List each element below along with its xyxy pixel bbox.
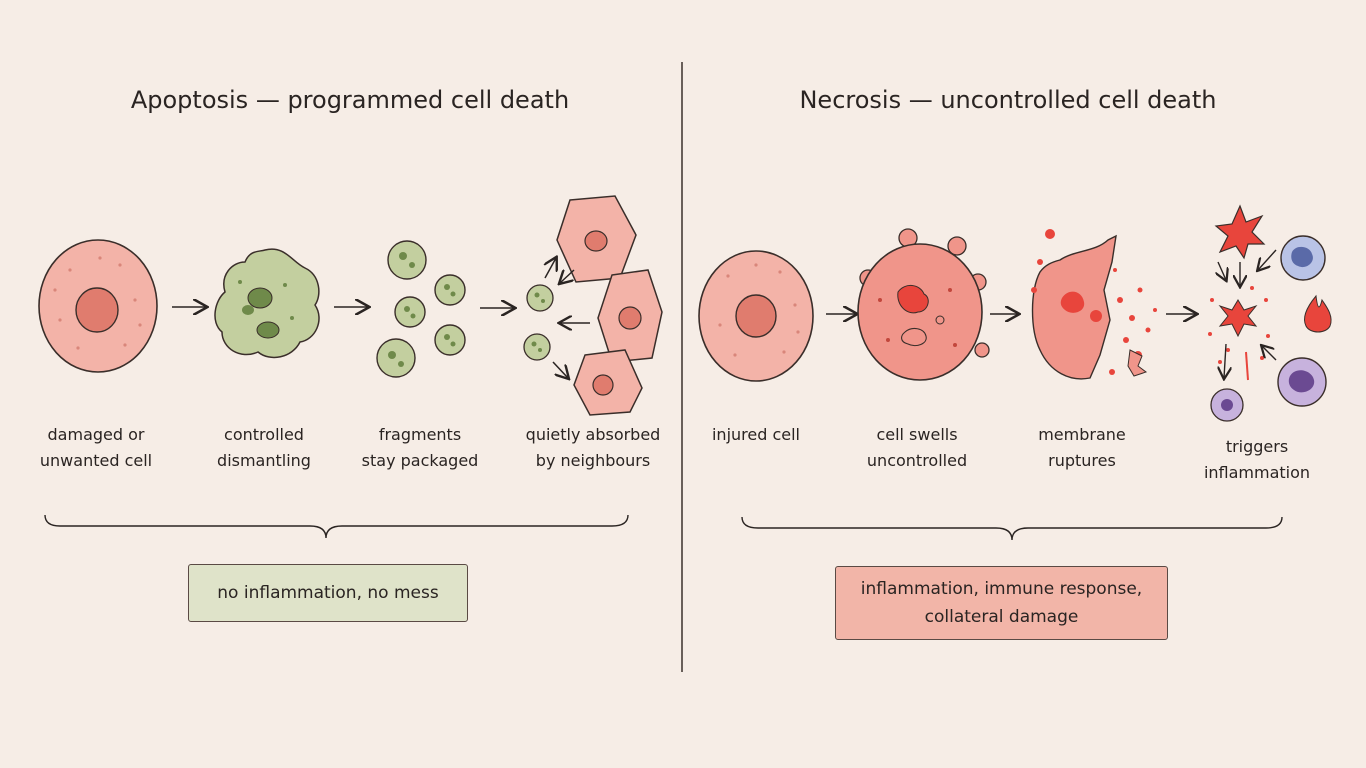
healthy-cell-icon bbox=[38, 239, 158, 373]
apoptotic-bodies-icon bbox=[376, 240, 466, 378]
ruptured-cell-icon bbox=[1031, 229, 1157, 380]
apoptosis-step-2-label: controlled dismantling bbox=[217, 425, 311, 470]
inflammation-burst-icon bbox=[1208, 204, 1277, 380]
necrosis-outcome-line-2: collateral damage bbox=[924, 607, 1079, 627]
apoptosis-outcome-text: no inflammation, no mess bbox=[217, 583, 439, 603]
necrosis-outcome-box: inflammation, immune response, collatera… bbox=[835, 566, 1168, 640]
necrosis-step-4-label: triggers inflammation bbox=[1203, 437, 1311, 482]
necrosis-brace bbox=[741, 516, 1283, 541]
necrosis-title: Necrosis — uncontrolled cell death bbox=[799, 86, 1217, 114]
swollen-cell-icon bbox=[857, 228, 990, 381]
fire-icon bbox=[1303, 294, 1332, 333]
injured-cell-icon bbox=[698, 250, 814, 382]
apoptosis-brace bbox=[44, 514, 629, 539]
immune-cell-icon bbox=[1210, 235, 1327, 422]
necrosis-step-2-label: cell swells uncontrolled bbox=[866, 425, 968, 470]
necrosis-outcome-line-1: inflammation, immune response, bbox=[860, 579, 1143, 599]
apoptosis-step-3-label: fragments stay packaged bbox=[361, 425, 479, 470]
apoptosis-outcome-box: no inflammation, no mess bbox=[188, 564, 468, 622]
necrosis-step-3-label: membrane ruptures bbox=[1038, 425, 1126, 470]
apoptosis-title: Apoptosis — programmed cell death bbox=[130, 86, 570, 114]
shrinking-cell-icon bbox=[214, 248, 320, 359]
phagocyte-cells-icon bbox=[556, 195, 663, 416]
absorbed-fragments-icon bbox=[523, 284, 554, 361]
apoptosis-step-1-label: damaged or unwanted cell bbox=[39, 425, 153, 470]
apoptosis-step-4-label: quietly absorbed by neighbours bbox=[525, 425, 661, 470]
necrosis-step-1-label: injured cell bbox=[711, 425, 800, 444]
